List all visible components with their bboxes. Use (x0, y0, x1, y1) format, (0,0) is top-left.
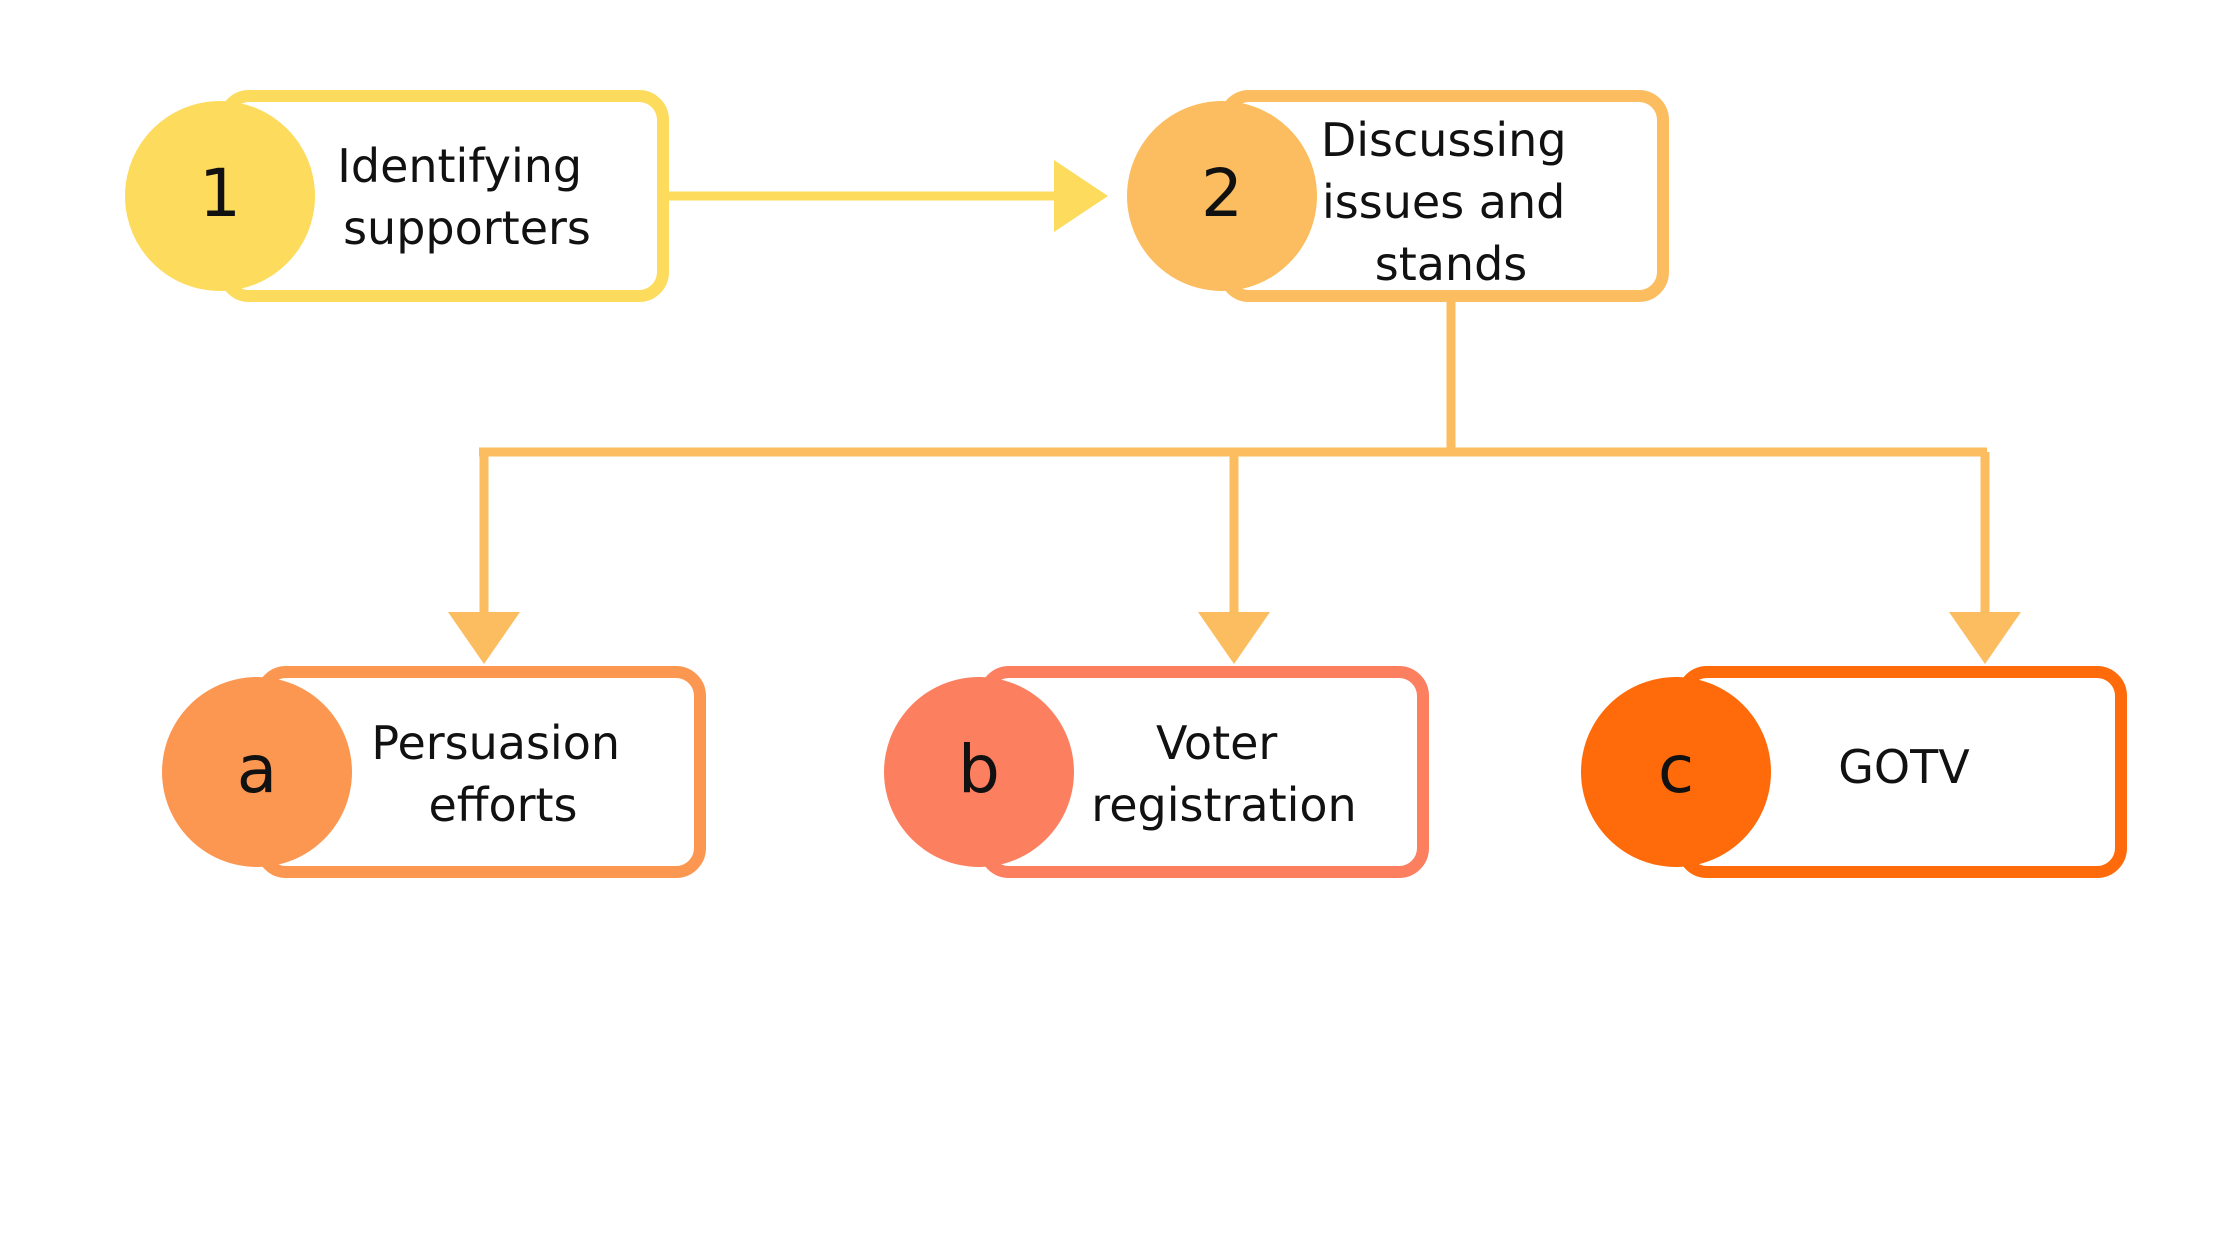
node-2-marker: 2 (1201, 155, 1243, 232)
node-c-label: GOTV (1838, 740, 1970, 794)
node-1-label-line: supporters (343, 201, 591, 255)
node-b-label-line: Voter (1156, 716, 1277, 770)
node-b-label-line: registration (1091, 778, 1356, 832)
node-1-label: Identifying supporters (337, 139, 596, 255)
branch-b-arrowhead (1198, 612, 1270, 664)
node-a-badge (162, 677, 352, 867)
node-1-badge (125, 101, 315, 291)
node-2-label-line: stands (1375, 237, 1528, 291)
node-a-persuasion-efforts: a Persuasion efforts (162, 666, 706, 878)
node-b-voter-registration: b Voter registration (884, 666, 1429, 878)
node-2-discussing-issues: 2 Discussing issues and stands (1127, 90, 1669, 302)
node-a-label-line: efforts (428, 778, 577, 832)
node-c-badge (1581, 677, 1771, 867)
arrow-1-to-2 (668, 160, 1108, 232)
node-b-marker: b (958, 731, 1000, 808)
node-c-label-line: GOTV (1838, 740, 1970, 794)
node-1-marker: 1 (199, 155, 241, 232)
node-c-gotv: c GOTV (1581, 666, 2127, 878)
node-2-label: Discussing issues and stands (1321, 113, 1581, 291)
node-a-label: Persuasion efforts (371, 716, 634, 832)
arrow-1-to-2-head (1054, 160, 1108, 232)
node-2-label-line: issues and (1322, 175, 1565, 229)
node-c-marker: c (1658, 731, 1694, 808)
node-b-badge (884, 677, 1074, 867)
branch-c-arrowhead (1949, 612, 2021, 664)
node-2-label-line: Discussing (1321, 113, 1567, 167)
node-1-label-line: Identifying (337, 139, 582, 193)
node-1-identifying-supporters: 1 Identifying supporters (125, 90, 669, 302)
node-b-label: Voter registration (1091, 716, 1356, 832)
node-a-marker: a (237, 731, 277, 808)
branch-connectors (448, 300, 2021, 664)
node-a-label-line: Persuasion (371, 716, 620, 770)
branch-a-arrowhead (448, 612, 520, 664)
node-2-badge (1127, 101, 1317, 291)
